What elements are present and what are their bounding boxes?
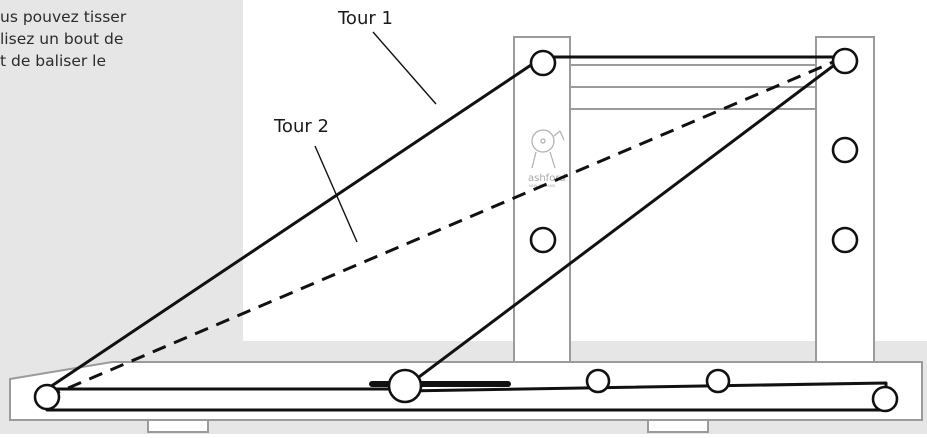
instruction-line-3: t de baliser le	[0, 52, 107, 70]
warp-path-tour-2	[46, 55, 846, 399]
spinning-wheel-icon	[531, 129, 565, 169]
peg-right-lower	[831, 226, 859, 254]
label-tour-2: Tour 2	[273, 116, 329, 137]
peg-base-middle-2	[705, 368, 731, 394]
left-upright	[513, 36, 571, 363]
peg-left-top	[529, 49, 557, 77]
instruction-text: us pouvez tisser lisez un bout de t de b…	[0, 6, 236, 72]
top-crossbar	[569, 64, 817, 88]
leader-line-tour-1	[372, 31, 437, 105]
logo-brand: ashford	[528, 173, 566, 184]
peg-left-lower	[529, 226, 557, 254]
peg-base-left	[33, 383, 61, 411]
instruction-line-1: us pouvez tisser	[0, 8, 127, 26]
label-tour-1: Tour 1	[337, 8, 393, 29]
leader-line-tour-2	[314, 145, 358, 243]
middle-crossbar	[569, 86, 817, 110]
right-upright	[815, 36, 875, 363]
peg-base-right	[871, 385, 899, 413]
instruction-line-2: lisez un bout de	[0, 30, 124, 48]
peg-right-top	[831, 47, 859, 75]
peg-right-middle	[831, 136, 859, 164]
peg-base-middle-1	[585, 368, 611, 394]
peg-tension-handle	[387, 368, 423, 404]
